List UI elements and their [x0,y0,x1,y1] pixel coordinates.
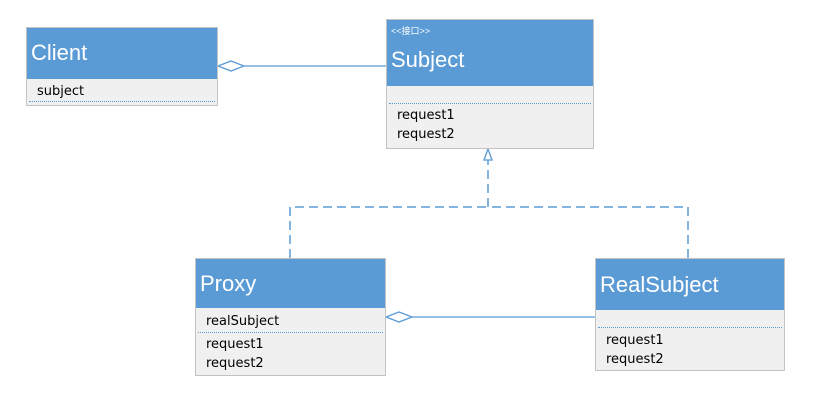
class-header: Proxy [196,259,385,308]
class-header: RealSubject [596,259,784,310]
class-name: RealSubject [600,272,719,297]
compartment-divider [598,327,782,328]
proxy-realization-line [289,206,488,258]
method-item: request1 [206,337,264,352]
class-header: <<接口>> Subject [387,20,593,86]
compartment-divider [389,103,591,104]
class-subject[interactable]: <<接口>> Subject request1 request2 [386,19,594,149]
stereotype-label: <<接口>> [391,26,431,36]
method-item: request1 [606,333,664,348]
method-item: request1 [397,108,455,123]
class-name: Proxy [200,271,257,296]
method-item: request2 [206,356,264,371]
class-header: Client [27,28,217,79]
method-item: request2 [397,127,455,142]
aggregation-diamond-icon [384,311,414,323]
class-proxy[interactable]: Proxy realSubject request1 request2 [195,258,386,376]
aggregation-diamond-icon [216,60,246,72]
class-realsubject[interactable]: RealSubject request1 request2 [595,258,785,371]
class-client[interactable]: Client subject [26,27,218,106]
compartment-divider [198,332,383,333]
class-name: Client [31,40,88,65]
attribute-item: subject [37,84,85,99]
realization-triangle-icon [483,147,493,161]
realsubject-realization-line [488,206,689,258]
method-item: request2 [606,352,664,367]
compartment-divider [29,101,215,102]
class-name: Subject [391,47,465,72]
attribute-item: realSubject [206,314,280,329]
